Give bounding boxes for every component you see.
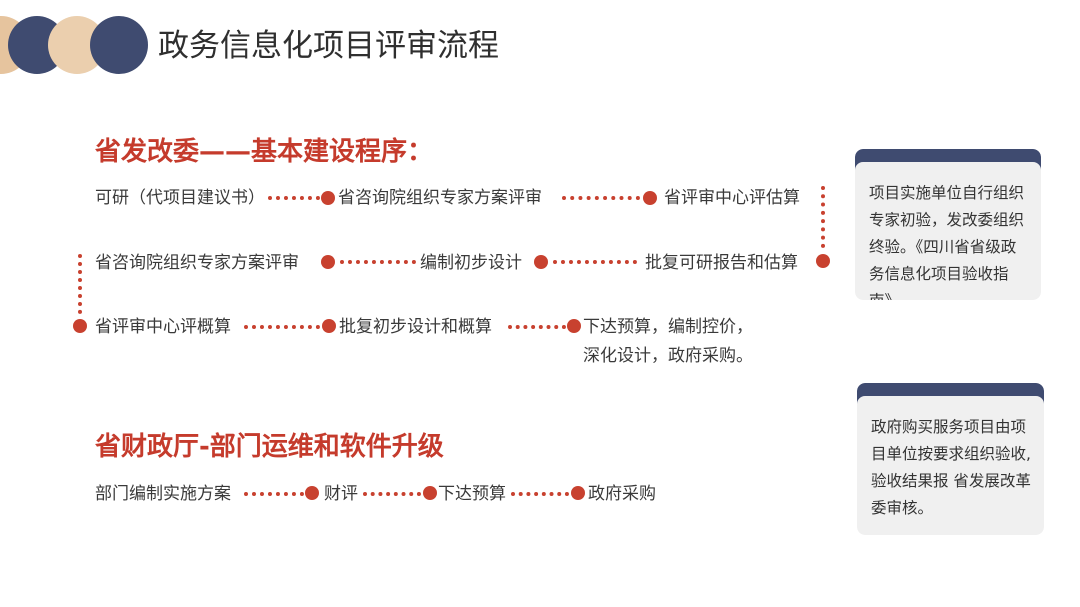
connector [340, 260, 416, 264]
step-financial-review: 财评 [324, 484, 358, 504]
step-dept-plan: 部门编制实施方案 [95, 484, 231, 504]
flow-dot [534, 255, 548, 269]
section1-title: 省发改委——基本建设程序： [95, 137, 434, 167]
step-feasibility-study: 可研（代项目建议书） [95, 188, 265, 208]
section2-title: 省财政厅-部门运维和软件升级 [95, 432, 444, 462]
connector-vertical-left [78, 254, 82, 314]
connector [508, 325, 566, 329]
connector [244, 325, 320, 329]
connector [244, 492, 304, 496]
step-issue-budget-cont: 深化设计，政府采购。 [583, 346, 753, 366]
connector [511, 492, 569, 496]
purchase-service-text: 政府购买服务项目由项目单位按要求组织验收,验收结果报 省发展改革委审核。 [871, 418, 1031, 517]
page-title: 政务信息化项目评审流程 [158, 28, 499, 64]
connector [562, 196, 640, 200]
step-issue-budget-2: 下达预算 [438, 484, 506, 504]
flow-dot [571, 486, 585, 500]
flow-dot [567, 319, 581, 333]
step-estimate-review: 省评审中心评估算 [664, 188, 800, 208]
flow-dot [305, 486, 319, 500]
step-approve-feasibility: 批复可研报告和估算 [645, 253, 798, 273]
purchase-service-card: 政府购买服务项目由项目单位按要求组织验收,验收结果报 省发展改革委审核。 [857, 383, 1044, 535]
step-budget-review: 省评审中心评概算 [95, 317, 231, 337]
flow-dot [816, 254, 830, 268]
decor-circle-navy-2 [90, 16, 148, 74]
card-body: 政府购买服务项目由项目单位按要求组织验收,验收结果报 省发展改革委审核。 [857, 396, 1044, 535]
flow-dot [321, 191, 335, 205]
flow-dot [322, 319, 336, 333]
card-body: 项目实施单位自行组织专家初验，发改委组织终验。《四川省省级政务信息化项目验收指南… [855, 162, 1041, 300]
step-preliminary-design: 编制初步设计 [420, 253, 522, 273]
connector [268, 196, 320, 200]
step-approve-design: 批复初步设计和概算 [339, 317, 492, 337]
connector [553, 260, 637, 264]
step-consult-review-1: 省咨询院组织专家方案评审 [338, 188, 542, 208]
step-gov-procurement: 政府采购 [588, 484, 656, 504]
flow-dot [73, 319, 87, 333]
acceptance-note-text: 项目实施单位自行组织专家初验，发改委组织终验。《四川省省级政务信息化项目验收指南… [869, 184, 1025, 300]
flow-dot [643, 191, 657, 205]
step-issue-budget: 下达预算，编制控价， [583, 317, 753, 337]
acceptance-note-card: 项目实施单位自行组织专家初验，发改委组织终验。《四川省省级政务信息化项目验收指南… [855, 149, 1041, 300]
step-consult-review-2: 省咨询院组织专家方案评审 [95, 253, 299, 273]
connector [363, 492, 421, 496]
connector-vertical-right [821, 186, 825, 248]
flow-dot [423, 486, 437, 500]
flow-dot [321, 255, 335, 269]
